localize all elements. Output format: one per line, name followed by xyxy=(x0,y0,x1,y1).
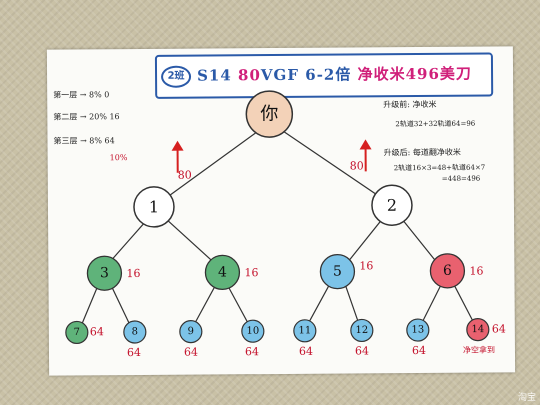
footer-note: 净空拿到 xyxy=(463,345,495,355)
level3-node-8-label: 8 xyxy=(132,327,138,338)
level3-node-14-label: 14 xyxy=(471,324,484,335)
level3-node-13 xyxy=(406,318,430,342)
level3-node-9 xyxy=(179,320,203,344)
level3-node-10 xyxy=(241,319,265,343)
level3-node-7-label: 7 xyxy=(74,327,80,338)
level3-node-10-value: 64 xyxy=(245,345,259,358)
level3-node-11-value: 64 xyxy=(299,345,313,358)
level2-node-5-value: 16 xyxy=(359,259,373,272)
level2-node-5 xyxy=(319,253,356,290)
level3-node-7 xyxy=(65,320,89,345)
level1-node-2-label: 2 xyxy=(387,196,397,215)
level1-node-1-value: 80 xyxy=(178,169,192,182)
level3-node-12 xyxy=(350,318,374,343)
level2-node-6-value: 16 xyxy=(469,265,483,278)
growth-arrow-right xyxy=(359,139,372,172)
level3-node-14-value: 64 xyxy=(492,322,506,335)
level3-node-13-label: 13 xyxy=(411,325,424,336)
level3-node-8 xyxy=(123,320,147,344)
level3-node-12-label: 12 xyxy=(355,325,368,336)
growth-arrow-left xyxy=(171,140,184,173)
level3-node-11 xyxy=(293,319,317,343)
root-node-label: 你 xyxy=(260,104,278,125)
level3-node-9-label: 9 xyxy=(188,326,194,337)
edge-root-2 xyxy=(281,129,389,203)
level1-node-2-value: 80 xyxy=(350,159,364,172)
level2-node-3-value: 16 xyxy=(126,267,140,280)
level2-node-4-label: 4 xyxy=(218,264,227,280)
edge-2-6 xyxy=(401,218,441,268)
level1-node-1-label: 1 xyxy=(149,197,159,216)
level2-node-5-label: 5 xyxy=(333,264,342,280)
level3-node-14 xyxy=(466,318,490,342)
referral-tree-diagram: 你 1 80 2 80 3 16 4 16 5 16 6 16 7 64 8 6… xyxy=(65,90,506,359)
level3-node-11-label: 11 xyxy=(298,325,311,336)
level3-node-12-value: 64 xyxy=(355,344,369,357)
level3-node-9-value: 64 xyxy=(184,346,198,359)
level3-node-7-value: 64 xyxy=(90,325,104,338)
level1-node-1 xyxy=(133,186,175,228)
level2-node-4-value: 16 xyxy=(244,266,258,279)
level2-node-3-label: 3 xyxy=(100,265,109,281)
worksheet-paper: 2班 S14 80VGF 6-2倍 净收米496美刀 第一层 → 8% 0 第二… xyxy=(46,46,516,376)
level3-node-8-value: 64 xyxy=(127,346,141,359)
edge-root-1 xyxy=(157,129,260,205)
level3-node-10-label: 10 xyxy=(246,326,259,337)
watermark: 淘宝 xyxy=(517,393,536,403)
level2-node-4 xyxy=(204,254,241,291)
level1-node-2 xyxy=(371,184,413,226)
level2-node-3 xyxy=(86,255,123,291)
level2-node-6 xyxy=(429,253,466,289)
root-node xyxy=(245,90,294,138)
level2-node-6-label: 6 xyxy=(443,263,452,279)
level3-node-13-value: 64 xyxy=(412,344,426,357)
